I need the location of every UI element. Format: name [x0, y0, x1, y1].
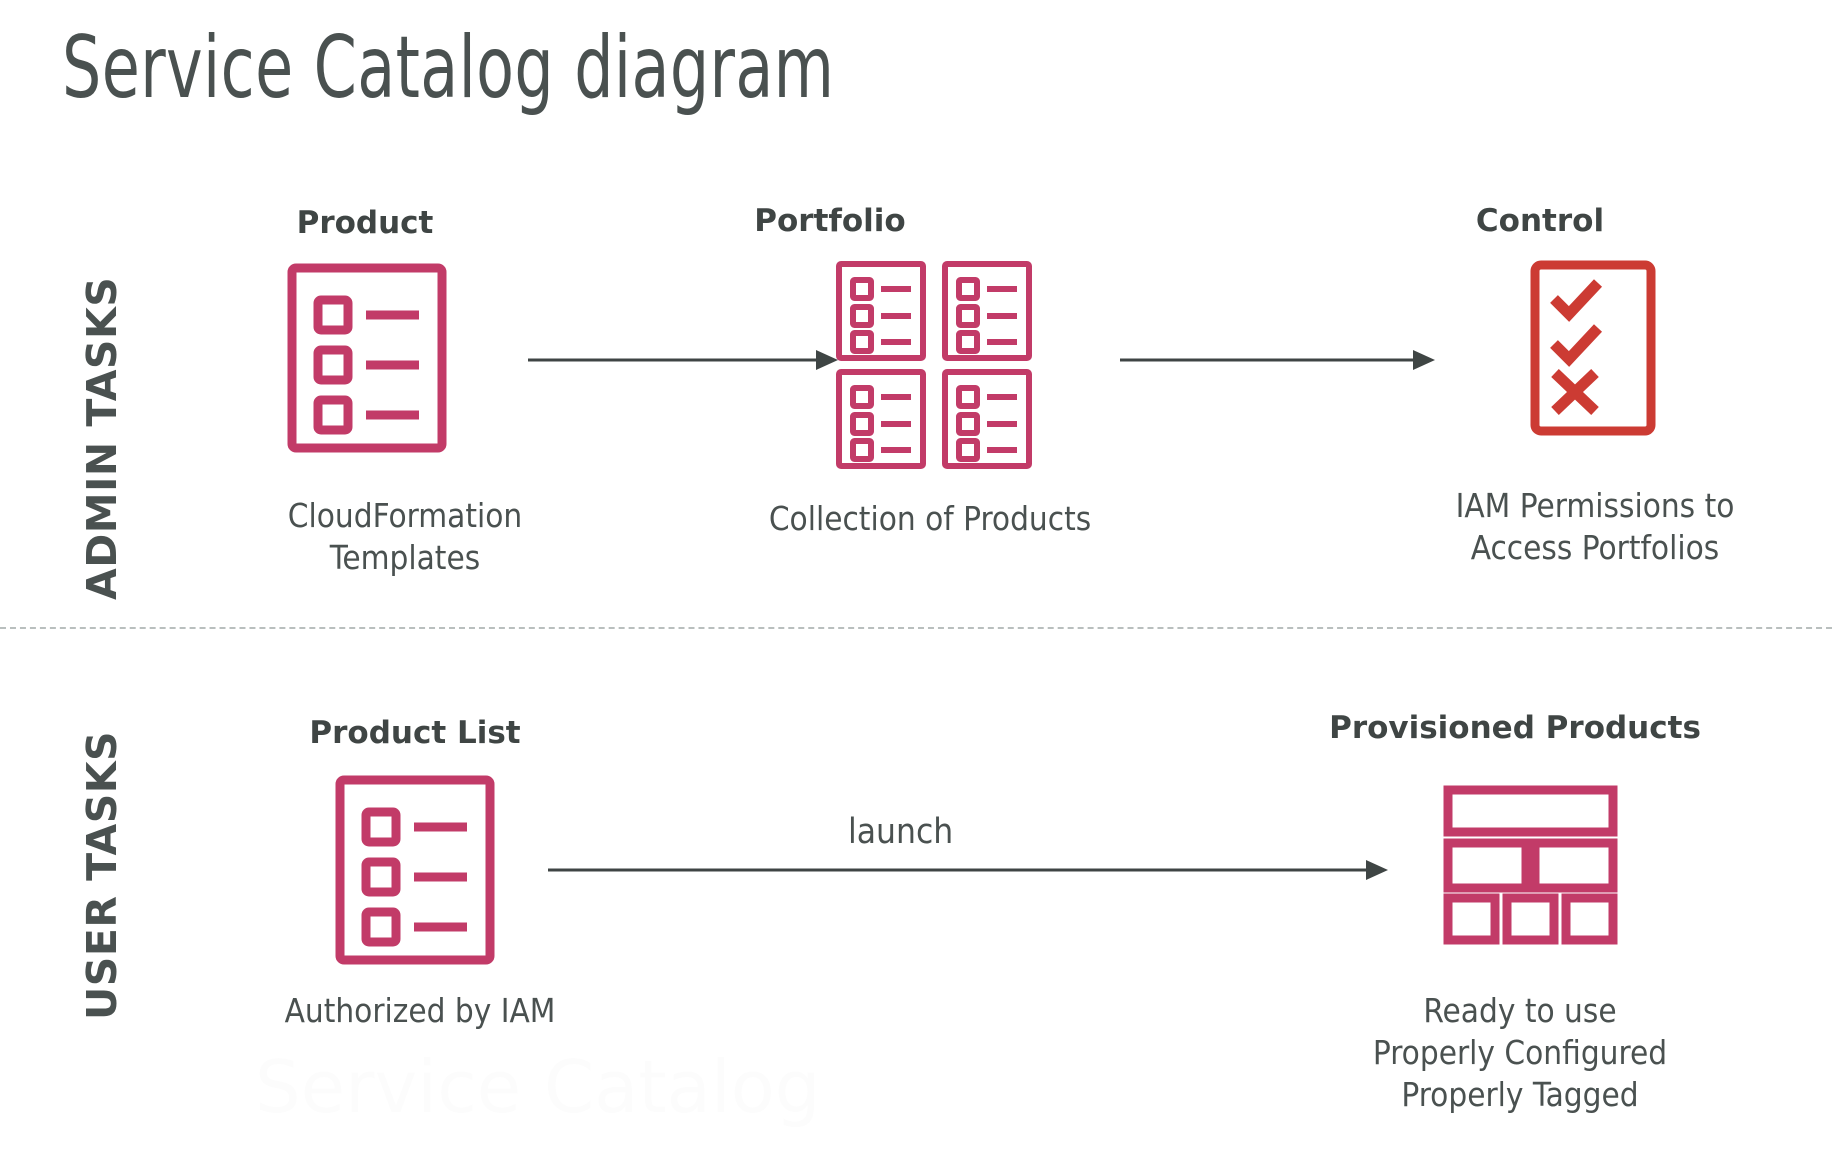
- portfolio-grid-icon: [833, 258, 1045, 478]
- checklist-document-icon-product: [282, 258, 452, 463]
- row-label-user-tasks: USER TASKS: [78, 730, 126, 1020]
- tiles-layout-icon: [1443, 785, 1618, 950]
- section-divider: [0, 627, 1832, 629]
- node-caption-control: IAM Permissions to Access Portfolios: [1455, 486, 1735, 568]
- row-label-admin-tasks: ADMIN TASKS: [78, 276, 126, 600]
- node-caption-portfolio: Collection of Products: [768, 499, 1092, 538]
- node-caption-provisioned-products: Ready to use Properly Configured Properl…: [1372, 991, 1668, 1115]
- node-title-provisioned-products: Provisioned Products: [1329, 710, 1701, 746]
- node-title-portfolio: Portfolio: [754, 203, 906, 239]
- arrow-launch: [548, 855, 1388, 890]
- node-caption-product-list: Authorized by IAM: [284, 991, 556, 1030]
- page-title: Service Catalog diagram: [62, 18, 835, 118]
- edge-label-launch: launch: [848, 812, 954, 852]
- node-title-control: Control: [1475, 203, 1605, 239]
- checklist-document-icon-product-list: [330, 770, 500, 975]
- node-caption-product: CloudFormation Templates: [287, 496, 523, 578]
- node-title-product: Product: [296, 205, 434, 241]
- node-title-product-list: Product List: [309, 715, 521, 751]
- checkmark-document-icon-control: [1528, 258, 1658, 443]
- watermark-text: Service Catalog: [255, 1045, 821, 1129]
- arrow-product-to-portfolio: [528, 345, 838, 380]
- arrow-portfolio-to-control: [1120, 345, 1435, 380]
